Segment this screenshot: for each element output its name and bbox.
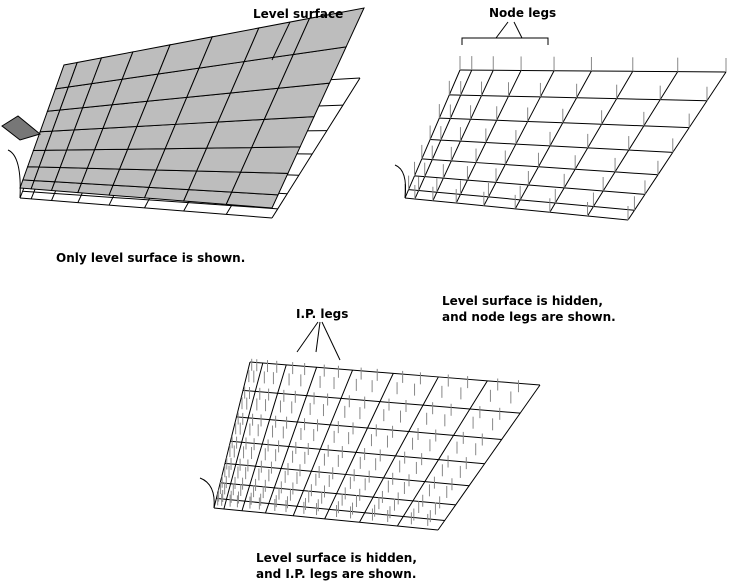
ip-mesh-line-v0	[213, 507, 439, 531]
ip-corner-arc	[199, 477, 215, 509]
ip-mesh-line-u5	[324, 373, 394, 520]
ip-mesh-line-u8	[437, 384, 541, 531]
node-legs-bracket	[461, 21, 549, 45]
ip-mesh-line-v7	[249, 361, 541, 386]
ip-mesh-line-v1	[216, 497, 445, 521]
node-legs-set	[404, 56, 727, 220]
base-mesh-line-u8	[271, 77, 361, 219]
caption-ip-legs-line1: Level surface is hidden,	[256, 551, 417, 565]
node-mesh-line-v7	[459, 69, 727, 73]
node-mesh-line-u1	[414, 69, 473, 200]
level-surface-cell	[292, 7, 365, 56]
ip-mesh-line-u1	[223, 362, 264, 510]
ip-mesh-line-v6	[242, 389, 521, 414]
ip-mesh-line-v5	[236, 416, 502, 440]
caption-node-legs-line2: and node legs are shown.	[442, 310, 616, 324]
label-node-legs: Node legs	[489, 6, 557, 20]
node-mesh-line-v1	[408, 189, 635, 211]
level-surface-fill	[19, 7, 365, 209]
node-mesh-line-u4	[483, 70, 555, 207]
node-mesh	[404, 69, 727, 221]
ip-mesh-line-u3	[264, 367, 318, 514]
node-pointer	[495, 21, 509, 39]
ip-mesh-line-u6	[359, 376, 439, 523]
node-bracket-bar	[461, 37, 549, 45]
ip-pointer	[315, 321, 321, 353]
ip-mesh	[213, 361, 541, 531]
ip-legs-set	[217, 358, 519, 526]
ip-pointer	[296, 321, 319, 353]
ip-pointer	[321, 321, 341, 361]
figure-node-legs	[394, 21, 727, 221]
node-mesh-line-u6	[549, 71, 634, 213]
node-mesh-line-v3	[421, 158, 658, 176]
caption-node-legs-line1: Level surface is hidden,	[442, 294, 603, 308]
level-surface-pointer	[271, 21, 291, 61]
caption-only-level-surface: Only level surface is shown.	[56, 251, 246, 265]
node-mesh-line-u2	[432, 70, 494, 201]
ip-legs-bracket	[296, 321, 341, 361]
label-level-surface: Level surface	[253, 7, 344, 21]
ip-mesh-line-u7	[396, 380, 488, 527]
ip-mesh-line-u0	[213, 361, 251, 509]
node-pointer	[513, 21, 523, 39]
node-mesh-line-v0	[404, 197, 629, 221]
label-ip-legs: I.P. legs	[296, 307, 349, 321]
caption-ip-legs-line2: and I.P. legs are shown.	[256, 567, 417, 581]
ip-mesh-line-u2	[241, 364, 287, 511]
base-corner-arc	[7, 149, 21, 199]
node-corner-arc	[394, 164, 406, 199]
node-mesh-line-u5	[514, 70, 592, 210]
level-surface-cell	[230, 171, 289, 196]
node-mesh-line-u0	[404, 69, 461, 199]
figure-level-surface	[1, 7, 365, 219]
figure-ip-legs	[199, 321, 541, 531]
level-surface-fragment	[1, 115, 42, 141]
node-mesh-line-v4	[430, 139, 673, 153]
node-mesh-line-u3	[455, 70, 522, 204]
node-mesh-line-u7	[587, 71, 679, 217]
ip-mesh-line-u4	[292, 369, 353, 516]
node-mesh-line-u8	[627, 71, 727, 221]
